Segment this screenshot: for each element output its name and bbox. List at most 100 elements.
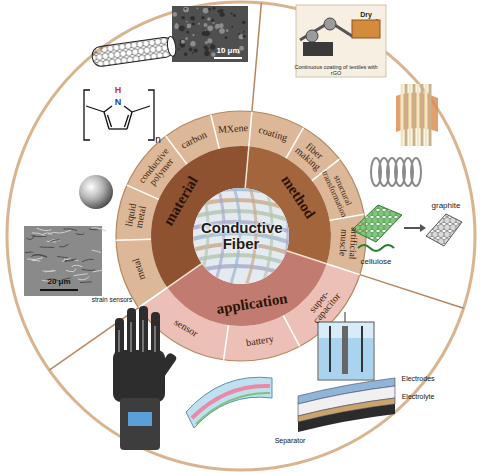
sem-grain [198, 23, 200, 25]
sem-fibre [72, 265, 83, 267]
sem-grain [181, 40, 185, 44]
outer-ring [7, 2, 475, 470]
sensor-line [131, 322, 132, 352]
roller [324, 18, 336, 30]
annotation-label: Electrolyte [402, 393, 435, 400]
sem-fibre [32, 260, 41, 262]
graphite-sheet [426, 214, 462, 246]
fiber-coil [371, 158, 421, 186]
center-circle: Conductive Fiber [193, 188, 289, 284]
subcategory-label: super-capacitor [301, 281, 346, 329]
subcategory-segment: artificial muscle [337, 218, 359, 267]
annotation-label: H [115, 86, 122, 95]
ring-group [7, 2, 475, 470]
sector-divider [360, 275, 464, 309]
subcategory-segment: liquid metal [123, 196, 150, 235]
sem-image [24, 226, 102, 296]
subcategory-segment: coating [250, 122, 297, 145]
sem-fibre [48, 232, 59, 234]
sem-grain [204, 23, 208, 27]
bond [109, 128, 127, 129]
liquid-metal-sphere [79, 175, 113, 209]
scale-bar [40, 289, 78, 291]
pyrrole-structure [84, 90, 154, 140]
sem-fibre [91, 228, 106, 231]
sem-grain [183, 7, 189, 13]
sem-grain [197, 7, 199, 9]
subcategory-label: conductive polymer [134, 142, 183, 196]
sem-fibre [50, 240, 59, 242]
bond [86, 106, 104, 112]
sem-grain [187, 24, 192, 29]
sem-grain [180, 39, 185, 44]
sem-grain [239, 46, 244, 51]
ring-separator [167, 264, 201, 288]
subcategory-segment: fiber making [291, 136, 331, 175]
sem-texture [172, 7, 245, 57]
sem-grain [207, 17, 210, 20]
sensor-lines [119, 320, 155, 352]
arrow-head [420, 224, 426, 232]
electrode-layer [298, 404, 395, 432]
subcategory-label: carbon [174, 127, 214, 154]
subcategory-segment: structural transformation [319, 160, 360, 224]
roller [306, 30, 318, 42]
sem-fibre [46, 271, 56, 272]
sem-grain [190, 16, 195, 21]
glove-finger [139, 306, 148, 354]
ring-separator [116, 239, 151, 240]
sem-grain [178, 48, 180, 50]
circuit-board [128, 412, 152, 426]
sem-grain [185, 8, 187, 10]
annotation-label: Separator [275, 437, 306, 444]
nanotube-body [91, 36, 175, 67]
sem-grain [212, 22, 214, 24]
glove-finger [127, 308, 136, 354]
nanotube-end [166, 36, 177, 57]
fiber-thread [197, 188, 208, 284]
bond [108, 115, 112, 127]
fiber-electrode [342, 326, 348, 374]
subcategory-label: structural transformation [319, 160, 360, 224]
fiber-electrode [192, 386, 270, 418]
sem-grain [193, 48, 197, 52]
sem-grain [242, 21, 246, 25]
subcategory-segment: metal [127, 246, 151, 293]
annotation-label: 20 μm [47, 278, 70, 286]
sem-fibre [25, 252, 33, 254]
glove-finger [115, 318, 124, 358]
subcategory-segment: battery [236, 332, 283, 350]
sem-fibre [57, 256, 68, 257]
subcategory-label: sensor [164, 312, 209, 344]
fiber-strand [413, 84, 416, 146]
sem-grain [226, 29, 229, 32]
category-segment: application [201, 289, 302, 319]
sem-grain [231, 26, 233, 28]
dryer-box [352, 20, 380, 38]
subcategory-label: battery [236, 332, 283, 350]
ring-separator [139, 288, 168, 308]
sem-grain [204, 51, 209, 56]
sem-fibre [63, 229, 77, 231]
sem-texture [25, 228, 106, 283]
sem-grain [179, 25, 185, 31]
ring-separator [287, 251, 327, 264]
subcategory-label: MXene [213, 123, 254, 136]
counter-electrode [329, 326, 331, 372]
sem-grain [211, 19, 214, 22]
fiber-strand [405, 84, 408, 146]
sem-fibre [31, 255, 47, 258]
sem-grain [219, 12, 224, 17]
ring-separator [327, 264, 360, 275]
sem-fibre [26, 235, 34, 239]
fiber-thread [261, 188, 272, 284]
fiber-thread [277, 188, 288, 284]
sem-fibre [66, 268, 76, 271]
ring-separator [139, 288, 168, 308]
sem-fibre [82, 269, 95, 270]
annotation-label: n [155, 135, 161, 145]
sem-grain [186, 21, 188, 23]
conversion-arrow [404, 227, 420, 229]
ring-separator [127, 185, 159, 199]
